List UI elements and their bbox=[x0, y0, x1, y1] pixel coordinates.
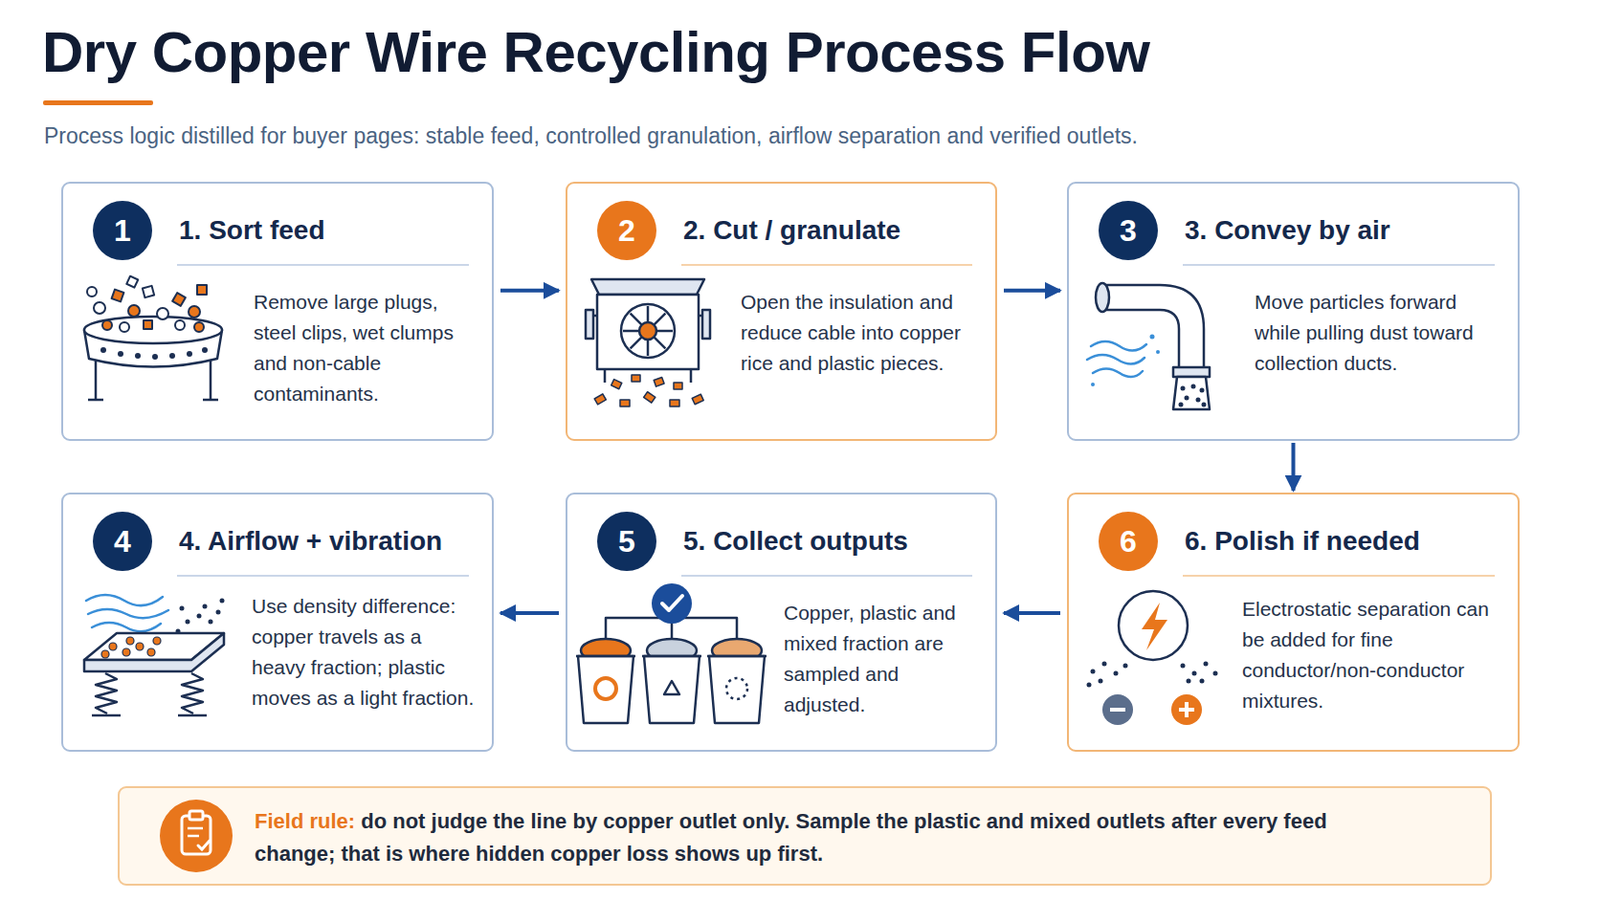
heading-rule bbox=[1182, 264, 1495, 267]
process-box: 6. Polish if neededElectrostatic separat… bbox=[1066, 492, 1520, 753]
step-number-circle: 3 bbox=[1098, 200, 1158, 261]
callout-number: 1 bbox=[113, 213, 132, 249]
field-rule-body: do not judge the line by copper outlet o… bbox=[254, 809, 1328, 867]
title-underline bbox=[43, 100, 154, 106]
step-heading: 5. Collect outputs bbox=[683, 522, 909, 561]
callout-number: 4 bbox=[113, 524, 132, 560]
electrostatic-icon bbox=[1087, 591, 1219, 726]
rotor-blade bbox=[656, 330, 673, 334]
step-number-circle: 5 bbox=[597, 511, 657, 572]
process-box: 4. Airflow + vibrationUse density differ… bbox=[61, 492, 494, 753]
process-box: 2. Cut / granulateOpen the insulation an… bbox=[565, 181, 998, 442]
vibrating-table-icon bbox=[84, 595, 225, 716]
process-box: 3. Convey by airMove particles forward w… bbox=[1066, 181, 1520, 442]
output-bins-icon bbox=[576, 583, 767, 724]
flow-arrow bbox=[1003, 611, 1061, 616]
step-description: Open the insulation and reduce cable int… bbox=[740, 287, 982, 379]
field-rule-ground bbox=[117, 786, 1492, 887]
step-description: Copper, plastic and mixed fraction are s… bbox=[783, 598, 985, 721]
rotor-blade bbox=[653, 336, 666, 349]
step-heading: 1. Sort feed bbox=[178, 211, 325, 250]
field-rule-label: Field rule: bbox=[254, 809, 356, 834]
flow-arrow bbox=[1003, 288, 1061, 293]
callout-number: 2 bbox=[618, 213, 636, 249]
step-number-circle: 1 bbox=[92, 200, 153, 261]
rotor-blade bbox=[630, 313, 643, 326]
step-heading: 3. Convey by air bbox=[1184, 211, 1391, 250]
step-description: Remove large plugs, steel clips, wet clu… bbox=[253, 287, 480, 410]
callout-number: 5 bbox=[618, 524, 636, 560]
title: Dry Copper Wire Recycling Process Flow bbox=[42, 19, 1150, 87]
heading-rule bbox=[681, 264, 973, 267]
step-heading: 4. Airflow + vibration bbox=[178, 522, 443, 561]
sorting-tray-icon bbox=[84, 276, 223, 400]
step-number-circle: 4 bbox=[92, 511, 153, 572]
process-box: 5. Collect outputsCopper, plastic and mi… bbox=[565, 492, 998, 753]
granulator-icon bbox=[585, 279, 711, 407]
step-description: Electrostatic separation can be added fo… bbox=[1242, 594, 1505, 717]
clipboard-icon bbox=[159, 800, 233, 873]
rotor-blade bbox=[622, 330, 640, 334]
rotor-blade bbox=[646, 306, 650, 323]
heading-rule bbox=[177, 264, 469, 267]
heading-rule bbox=[681, 575, 973, 578]
rotor-blade bbox=[653, 313, 666, 326]
callout-number: 6 bbox=[1119, 524, 1137, 560]
callout-number: 3 bbox=[1119, 213, 1137, 249]
rotor-blade bbox=[646, 339, 650, 356]
step-number-circle: 6 bbox=[1098, 511, 1158, 572]
flow-arrow bbox=[1291, 443, 1296, 491]
heading-rule bbox=[1182, 575, 1495, 578]
rotor-blade bbox=[630, 336, 643, 349]
step-heading: 2. Cut / granulate bbox=[683, 211, 901, 250]
field-rule-box: Field rule: do not judge the line by cop… bbox=[117, 786, 1492, 887]
field-rule-text: Field rule: do not judge the line by cop… bbox=[254, 805, 1394, 871]
flow-arrow bbox=[500, 611, 559, 616]
step-number-circle: 2 bbox=[597, 200, 657, 261]
step-heading: 6. Polish if needed bbox=[1184, 522, 1421, 561]
heading-rule bbox=[177, 575, 469, 578]
caption: Process logic distilled for buyer pages:… bbox=[44, 121, 1138, 151]
process-box: 1. Sort feedRemove large plugs, steel cl… bbox=[61, 181, 494, 442]
step-description: Use density difference: copper travels a… bbox=[251, 591, 479, 714]
air-duct-icon bbox=[1087, 283, 1210, 410]
step-description: Move particles forward while pulling dus… bbox=[1254, 287, 1506, 379]
flow-arrow bbox=[500, 288, 559, 293]
